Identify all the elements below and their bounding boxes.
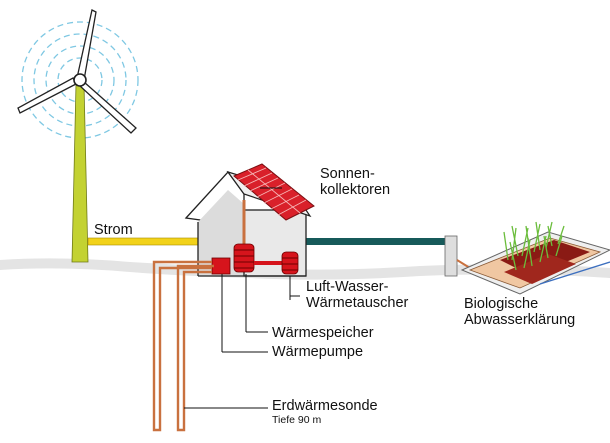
solar-collector-panel — [233, 163, 315, 221]
wind-turbine-rotor — [17, 9, 137, 134]
wind-turbine-tower — [71, 83, 89, 263]
heat-storage-tank — [233, 243, 255, 273]
label-solar-collectors-line2: kollektoren — [320, 182, 390, 198]
power-line — [87, 237, 199, 246]
leader-lines — [184, 187, 300, 409]
label-solar-collectors-line1: Sonnen- — [320, 166, 375, 182]
label-wastewater-line1: Biologische — [464, 296, 538, 312]
wind-turbine-hub — [73, 73, 87, 87]
ground-surface — [0, 258, 610, 280]
house-interior — [198, 190, 244, 276]
biological-wastewater-treatment — [460, 221, 610, 295]
label-geothermal-probe: Erdwärmesonde — [272, 398, 378, 414]
label-depth: Tiefe 90 m — [272, 414, 321, 426]
label-heat-pump: Wärmepumpe — [272, 344, 363, 360]
geothermal-probe — [152, 260, 214, 432]
sewage-line — [306, 238, 446, 245]
air-water-heat-exchanger — [281, 251, 299, 275]
label-heat-storage: Wärmespeicher — [272, 325, 374, 341]
exchanger-pipe — [254, 261, 282, 265]
label-power: Strom — [94, 222, 133, 238]
label-heat-exchanger-line1: Luft-Wasser- — [306, 279, 389, 295]
heat-pump-unit — [211, 257, 231, 275]
label-wastewater-line2: Abwasserklärung — [464, 312, 575, 328]
label-heat-exchanger-line2: Wärmetauscher — [306, 295, 409, 311]
sewage-manhole — [444, 235, 458, 277]
